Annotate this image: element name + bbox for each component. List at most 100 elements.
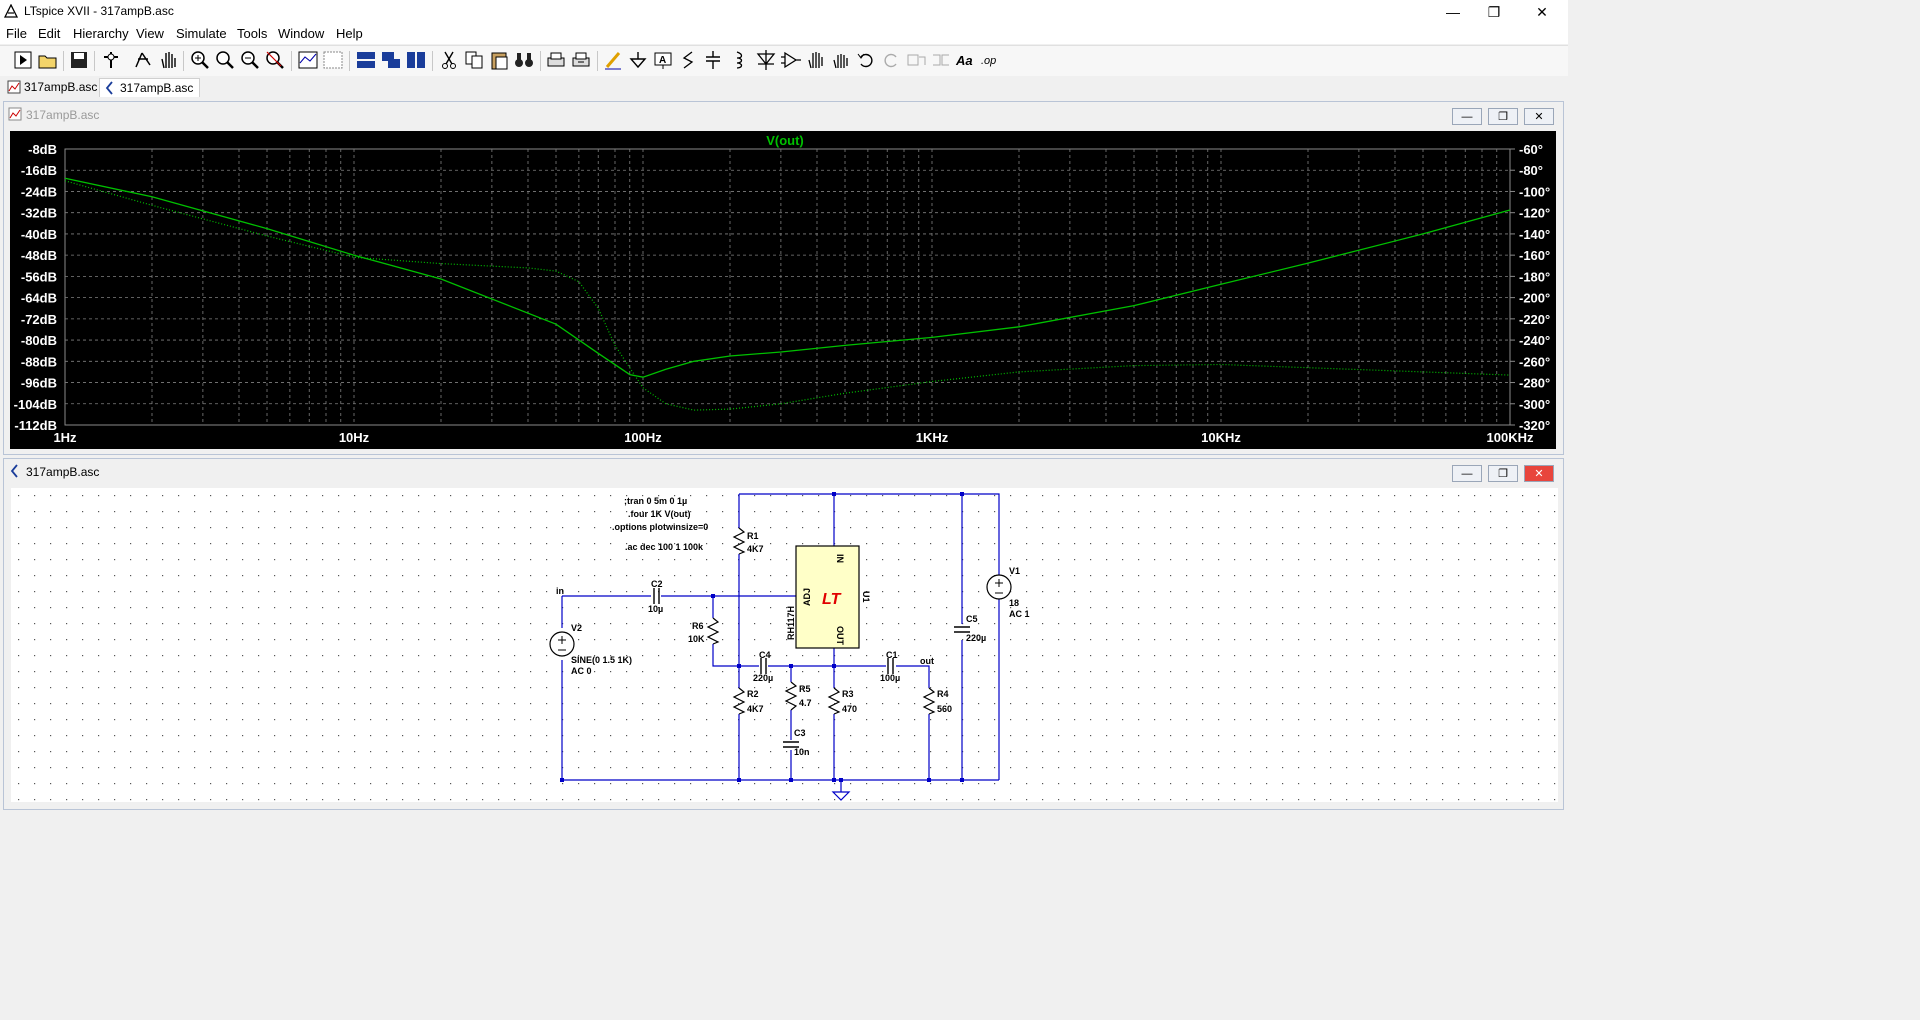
capacitor-c4[interactable]	[760, 658, 767, 674]
pan-hand-icon[interactable]	[157, 49, 179, 71]
inductor-icon[interactable]	[727, 49, 749, 71]
x-tick-label: 1KHz	[916, 430, 949, 445]
resistor-r5[interactable]	[784, 681, 798, 711]
zoom-area-icon[interactable]	[214, 49, 236, 71]
ltspice-app-icon	[4, 4, 18, 18]
schematic-minimize-button[interactable]: —	[1452, 465, 1482, 482]
plot-minimize-button[interactable]: —	[1452, 108, 1482, 125]
drag-hand-icon[interactable]	[830, 49, 852, 71]
new-schematic-icon[interactable]	[12, 49, 34, 71]
resistor-r2[interactable]	[732, 687, 746, 715]
zoom-fit-icon[interactable]	[264, 49, 286, 71]
control-panel-icon[interactable]	[100, 49, 122, 71]
y-left-tick-label: -96dB	[21, 376, 57, 391]
open-folder-icon[interactable]	[37, 49, 59, 71]
find-binoculars-icon[interactable]	[513, 49, 535, 71]
zoom-out-icon[interactable]	[239, 49, 261, 71]
schematic-canvas[interactable]: IN ADJ OUT LT ;tran 0 5m 0 1µ .four 1K V…	[11, 488, 1558, 802]
close-button[interactable]: ✕	[1536, 4, 1548, 20]
directive-ac[interactable]: .ac dec 100 1 100k	[625, 542, 704, 552]
schematic-restore-button[interactable]: ❐	[1488, 465, 1518, 482]
trace-vout-phase[interactable]	[64, 180, 1511, 411]
voltage-source-v2[interactable]	[549, 631, 575, 657]
print-icon[interactable]	[545, 49, 567, 71]
net-label-out[interactable]: out	[920, 656, 934, 666]
svg-text:.op: .op	[981, 55, 996, 67]
run-simulation-icon[interactable]	[132, 49, 154, 71]
copy-icon[interactable]	[463, 49, 485, 71]
move-hand-icon[interactable]	[805, 49, 827, 71]
cut-icon[interactable]	[438, 49, 460, 71]
menu-view[interactable]: View	[136, 26, 164, 41]
tile-horizontal-icon[interactable]	[355, 49, 377, 71]
directive-tran[interactable]: ;tran 0 5m 0 1µ	[624, 496, 687, 506]
bode-plot[interactable]: V(out) -8dB-16dB-24dB-32dB-40dB-48dB-56d…	[10, 131, 1556, 449]
menu-file[interactable]: File	[6, 26, 27, 41]
capacitor-icon[interactable]	[702, 49, 724, 71]
mirror-icon[interactable]	[930, 49, 952, 71]
save-icon[interactable]	[68, 49, 90, 71]
print-preview-icon[interactable]	[570, 49, 592, 71]
menu-simulate[interactable]: Simulate	[176, 26, 227, 41]
r3-name: R3	[842, 689, 854, 699]
plot-close-button[interactable]: ✕	[1524, 108, 1554, 125]
trace-label-vout[interactable]: V(out)	[766, 133, 804, 148]
voltage-source-v1[interactable]	[986, 574, 1012, 600]
paste-icon[interactable]	[488, 49, 510, 71]
zoom-in-icon[interactable]	[189, 49, 211, 71]
autorange-icon[interactable]	[297, 49, 319, 71]
waveform-icon	[7, 80, 21, 94]
tile-vertical-icon[interactable]	[405, 49, 427, 71]
text-icon[interactable]: Aa	[955, 49, 977, 71]
u1-pin-in: IN	[835, 554, 845, 563]
schematic-close-button[interactable]: ✕	[1524, 465, 1554, 482]
resistor-r4[interactable]	[922, 687, 936, 715]
ground-symbol[interactable]	[831, 791, 851, 801]
menu-tools[interactable]: Tools	[237, 26, 268, 41]
y-right-tick-label: -300°	[1519, 397, 1550, 412]
plot-background	[10, 131, 1556, 449]
diode-icon[interactable]	[755, 49, 777, 71]
redo-icon[interactable]	[880, 49, 902, 71]
c3-name: C3	[794, 728, 806, 738]
rotate-icon[interactable]	[905, 49, 927, 71]
menu-hierarchy[interactable]: Hierarchy	[73, 26, 129, 41]
capacitor-c2[interactable]	[653, 588, 660, 604]
minimize-button[interactable]: —	[1446, 4, 1460, 20]
wires	[561, 493, 1000, 792]
resistor-icon[interactable]	[677, 49, 699, 71]
component-icon[interactable]	[780, 49, 802, 71]
y-left-tick-label: -56dB	[21, 269, 57, 284]
schematic-grid	[11, 488, 1558, 802]
net-label-in[interactable]: in	[556, 586, 564, 596]
r4-name: R4	[937, 689, 949, 699]
undo-icon[interactable]	[855, 49, 877, 71]
menu-help[interactable]: Help	[336, 26, 363, 41]
y-right-tick-label: -280°	[1519, 376, 1550, 391]
directive-four[interactable]: .four 1K V(out)	[628, 509, 691, 519]
capacitor-c1[interactable]	[887, 658, 894, 674]
menu-edit[interactable]: Edit	[38, 26, 61, 41]
plot-restore-button[interactable]: ❐	[1488, 108, 1518, 125]
label-net-icon[interactable]: A	[652, 49, 674, 71]
tab-waveform[interactable]: 317ampB.asc	[4, 78, 103, 96]
regulator-u1[interactable]: IN ADJ OUT LT	[795, 545, 860, 649]
ground-icon[interactable]	[627, 49, 649, 71]
wire-pencil-icon[interactable]	[602, 49, 624, 71]
spice-directive-icon[interactable]: .op	[980, 49, 1002, 71]
y-left-tick-label: -16dB	[21, 163, 57, 178]
menu-window[interactable]: Window	[278, 26, 325, 41]
directive-options[interactable]: .options plotwinsize=0	[612, 522, 708, 532]
capacitor-c5[interactable]	[954, 626, 970, 633]
trace-vout-magnitude[interactable]	[64, 177, 1511, 378]
window-title: LTspice XVII - 317ampB.asc	[24, 4, 174, 18]
tab-schematic[interactable]: 317ampB.asc	[99, 78, 201, 97]
resistor-r1[interactable]	[732, 527, 746, 555]
resistor-r3[interactable]	[827, 687, 841, 715]
capacitor-c3[interactable]	[783, 741, 799, 748]
c5-value: 220µ	[966, 633, 986, 643]
plot-settings-icon[interactable]	[322, 49, 344, 71]
resistor-r6[interactable]	[706, 617, 720, 645]
maximize-button[interactable]: ❐	[1487, 4, 1501, 20]
cascade-windows-icon[interactable]	[380, 49, 402, 71]
